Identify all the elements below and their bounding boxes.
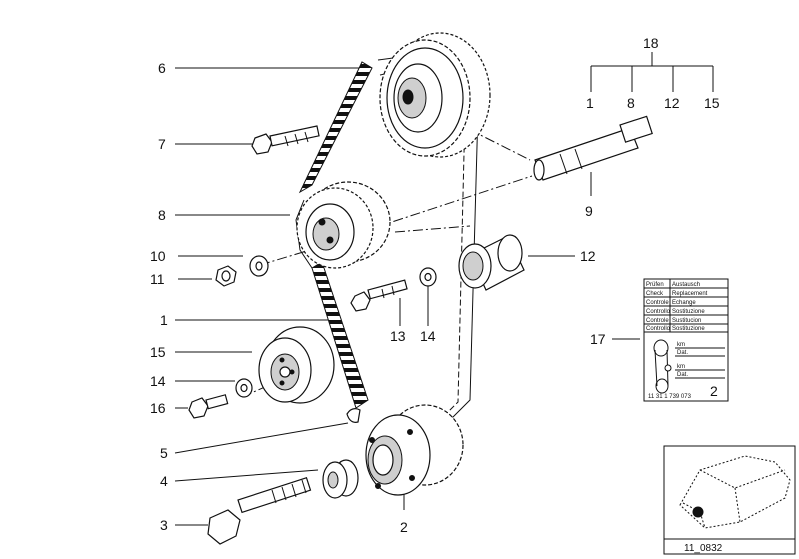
callout-1: 1	[160, 312, 168, 328]
location-marker-icon	[692, 506, 704, 518]
callout-4: 4	[160, 473, 168, 489]
woodruff-key	[346, 408, 361, 423]
card-row-6-b: Sostituzione	[672, 326, 705, 332]
shaft-9	[533, 115, 653, 181]
callout-13: 13	[390, 328, 406, 344]
crank-bolt-3	[207, 476, 312, 545]
card-row-5-b: Sustitucion	[672, 318, 701, 324]
camshaft-sprocket	[379, 32, 491, 158]
card-row-3-a: Controle	[646, 300, 669, 306]
card-count: 2	[710, 383, 718, 399]
washer-10	[249, 255, 269, 277]
callout-9: 9	[585, 203, 593, 219]
tensioner-pulley	[258, 326, 335, 404]
callout-tree-12: 12	[664, 95, 680, 111]
bushing-12	[458, 234, 525, 291]
card-km-2: km	[677, 364, 685, 370]
callout-labels: 6 7 8 10 11 1 15 14 16 5 4 3 2 9 12 13 1…	[150, 35, 720, 535]
crankshaft-sprocket	[365, 404, 464, 496]
callout-6: 6	[158, 60, 166, 76]
card-dat-1: Dat.	[677, 350, 688, 356]
washer-14-upper	[419, 267, 437, 287]
card-km-1: km	[677, 342, 685, 348]
callout-8: 8	[158, 207, 166, 223]
callout-18: 18	[643, 35, 659, 51]
nut-11	[215, 265, 237, 287]
callout-10: 10	[150, 248, 166, 264]
card-row-2-b: Replacement	[672, 291, 708, 297]
card-row-1-b: Austausch	[672, 282, 700, 288]
card-part-number: 11 31 1 739 073	[648, 394, 692, 400]
card-row-6-a: Controllo	[646, 326, 671, 332]
bolt-7	[251, 125, 320, 155]
leader-lines	[174, 52, 714, 526]
thrust-washer-4	[322, 459, 359, 499]
callout-14-upper: 14	[420, 328, 436, 344]
card-dat-2: Dat.	[677, 372, 688, 378]
bolt-13	[350, 279, 408, 312]
bolt-16	[188, 394, 229, 419]
thumbnail-caption: 11_0832	[684, 543, 723, 554]
car-location-thumbnail: 11_0832	[663, 445, 796, 555]
belt-pictogram-icon	[653, 339, 672, 394]
service-card: Prüfen Austausch Check Replacement Contr…	[643, 278, 729, 402]
callout-15: 15	[150, 344, 166, 360]
callout-tree-8: 8	[627, 95, 635, 111]
callout-11: 11	[150, 271, 165, 287]
callout-3: 3	[160, 517, 168, 533]
callout-tree-15: 15	[704, 95, 720, 111]
card-row-2-a: Check	[646, 291, 664, 297]
callout-17: 17	[590, 331, 606, 347]
callout-7: 7	[158, 136, 166, 152]
intermediate-sprocket	[296, 181, 391, 269]
callout-2: 2	[400, 519, 408, 535]
callout-12: 12	[580, 248, 596, 264]
card-row-1-a: Prüfen	[646, 282, 664, 288]
callout-14: 14	[150, 373, 166, 389]
card-row-4-a: Controllo	[646, 309, 671, 315]
card-row-5-a: Controle	[646, 318, 669, 324]
card-row-3-b: Echange	[672, 300, 696, 306]
callout-tree-1: 1	[586, 95, 594, 111]
card-row-4-b: Sostituzione	[672, 309, 705, 315]
washer-14-lower	[235, 378, 253, 398]
callout-5: 5	[160, 445, 168, 461]
car-outline-icon	[679, 455, 791, 529]
callout-16: 16	[150, 400, 166, 416]
